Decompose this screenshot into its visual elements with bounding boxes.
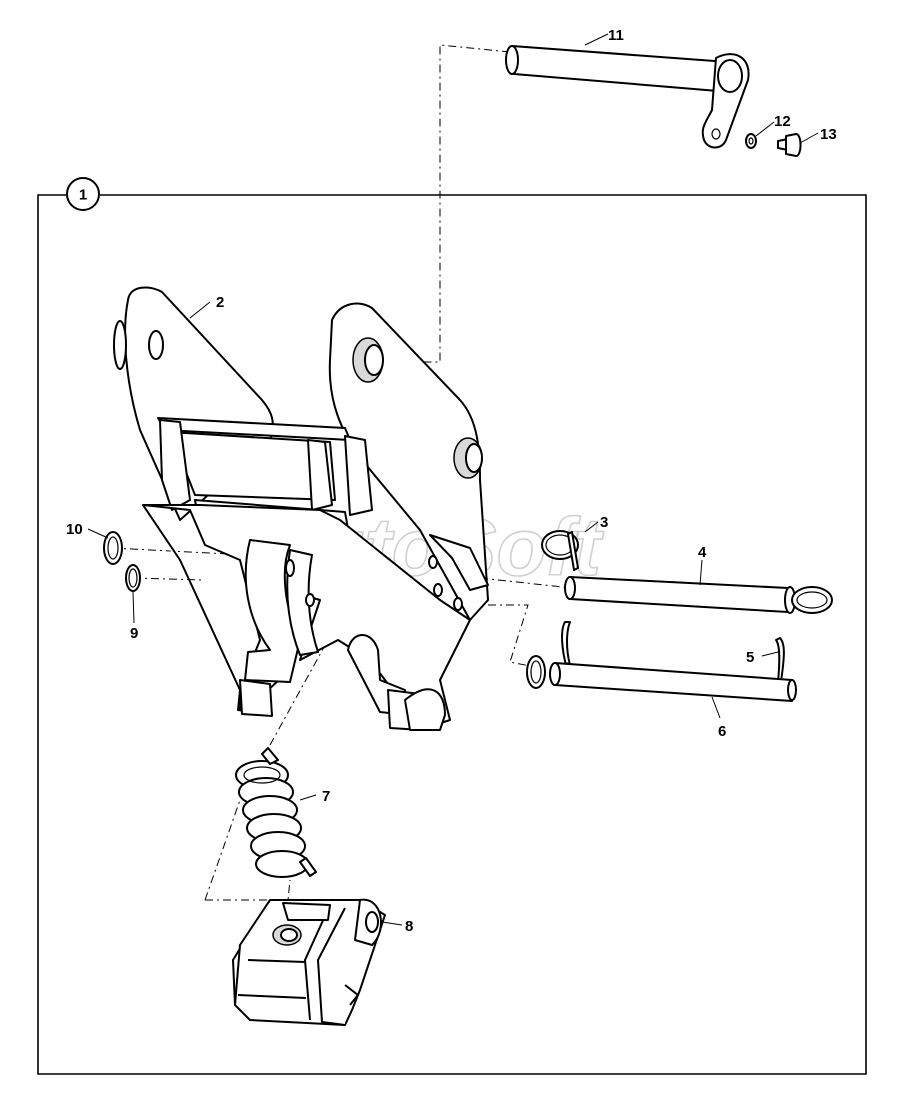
callout-11: 11 <box>608 27 624 44</box>
part-13-bolt <box>777 133 802 157</box>
callout-9: 9 <box>130 625 138 642</box>
callout-8: 8 <box>405 918 413 935</box>
callout-3: 3 <box>600 514 608 531</box>
part-12-washer <box>745 133 757 149</box>
callout-13: 13 <box>820 126 837 143</box>
assembly-callout-circle <box>66 177 100 211</box>
callout-5: 5 <box>746 649 754 666</box>
assembly-frame: 1 <box>37 177 867 1075</box>
part-6-pin <box>526 655 797 702</box>
callout-7: 7 <box>322 788 330 805</box>
part-2-coupler-frame <box>113 286 489 731</box>
callout-labels: 2 3 4 5 6 7 8 9 10 11 12 13 <box>66 27 837 935</box>
part-11-pin-with-plate <box>505 45 750 149</box>
callout-10: 10 <box>66 521 83 538</box>
callout-12: 12 <box>774 113 791 130</box>
part-9-washer <box>125 564 141 592</box>
part-3-ring <box>541 530 579 571</box>
part-7-spring <box>235 747 317 878</box>
part-8-latch-block <box>232 898 386 1026</box>
leader-lines <box>87 33 819 926</box>
part-4-pin-with-ring <box>564 576 833 614</box>
callout-6: 6 <box>718 723 726 740</box>
callout-2: 2 <box>216 294 224 311</box>
part-10-washer <box>103 531 123 565</box>
assembly-callout-label: 1 <box>79 187 87 204</box>
callout-4: 4 <box>698 544 707 561</box>
